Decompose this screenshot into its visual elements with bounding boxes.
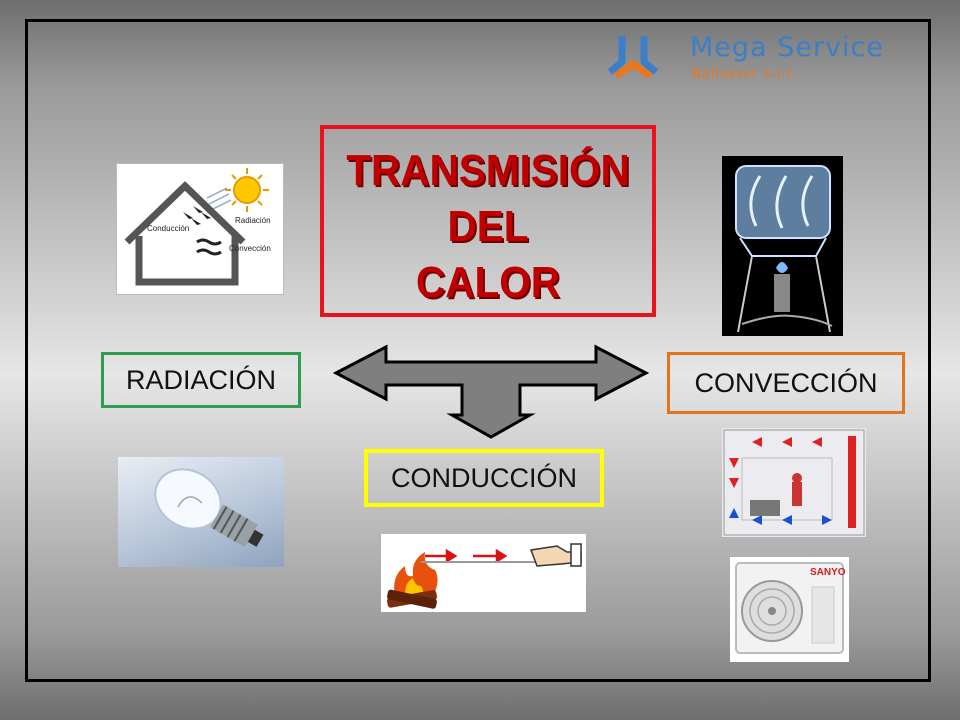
- house-label-radiacion: Radiación: [235, 216, 271, 225]
- ac-brand-label: SANYO: [810, 567, 846, 578]
- conduccion-label: CONDUCCIÓN: [364, 449, 604, 507]
- logo-name: Mega Service: [690, 32, 884, 63]
- house-heat-diagram: Radiación Conducción Convección: [116, 163, 284, 295]
- convection-flask-image: [722, 156, 843, 336]
- light-bulb-image: [118, 457, 284, 567]
- three-way-arrow-icon: [332, 344, 650, 439]
- room-airflow-icon: [723, 429, 865, 536]
- conveccion-label: CONVECCIÓN: [667, 352, 905, 414]
- logo-subtitle: Ballester s.r.l.: [692, 67, 797, 82]
- title-line-2: DEL: [447, 202, 529, 251]
- room-convection-image: [722, 428, 866, 537]
- house-sun-icon: [124, 168, 269, 286]
- fire-hand-icon: [386, 543, 582, 609]
- title-box: TRANSMISIÓN DEL CALOR: [320, 125, 656, 317]
- conduction-fire-image: [381, 534, 586, 612]
- flask-burner-icon: [735, 165, 833, 333]
- radiacion-label: RADIACIÓN: [101, 352, 301, 408]
- ac-unit-image: SANYO: [730, 557, 849, 662]
- logo-mark-icon: [608, 36, 659, 79]
- mega-service-logo: Mega Service Ballester s.r.l.: [608, 32, 918, 82]
- light-bulb-icon: [154, 468, 264, 548]
- slide-frame: [25, 19, 931, 682]
- house-label-conveccion: Convección: [229, 244, 271, 253]
- title-line-3: CALOR: [416, 258, 560, 307]
- house-label-conduccion: Conducción: [147, 224, 190, 233]
- title-line-1: TRANSMISIÓN: [346, 146, 630, 195]
- ac-fan-icon: [735, 562, 844, 654]
